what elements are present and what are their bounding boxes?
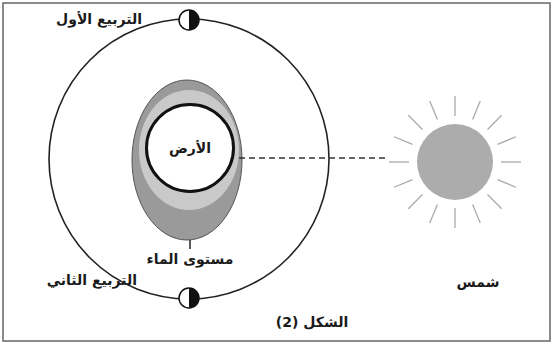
dashed-line — [238, 157, 385, 159]
sun-ray — [454, 208, 455, 228]
sun-ray — [454, 96, 455, 116]
sun-ray — [501, 161, 521, 162]
leader-line — [189, 240, 191, 249]
sun-label: شمس — [457, 274, 500, 290]
earth-label: الأرض — [169, 140, 211, 156]
sun-ray — [430, 204, 438, 222]
moon-first-quarter — [179, 10, 199, 30]
water-inner — [139, 90, 239, 210]
earth-circle: الأرض — [145, 103, 235, 193]
moon-third-quarter — [179, 288, 199, 308]
phase-label: التربيع الثاني — [47, 272, 137, 288]
sun-ray — [488, 195, 502, 209]
sun-ray — [497, 137, 515, 145]
sun-ray — [488, 115, 502, 129]
water-bulge — [132, 80, 242, 240]
sun-ray — [473, 204, 481, 222]
sun-ray — [473, 101, 481, 119]
sun-ray — [497, 180, 515, 188]
sun-ray — [430, 101, 438, 119]
moon-orbit — [49, 19, 329, 299]
sun-ray — [394, 180, 412, 188]
phase-label: التربيع الأول — [56, 11, 142, 27]
figure-caption: الشكل (2) — [276, 314, 348, 330]
frame — [3, 3, 550, 341]
sun-drawing — [385, 92, 525, 232]
sun-ray — [389, 161, 409, 162]
sun-symbol: شمس — [385, 92, 525, 232]
sun-ray — [408, 195, 422, 209]
sun-disc — [417, 124, 493, 200]
sun-ray — [394, 137, 412, 145]
water-level-label: مستوى الماء — [147, 251, 234, 267]
sun-ray — [408, 115, 422, 129]
